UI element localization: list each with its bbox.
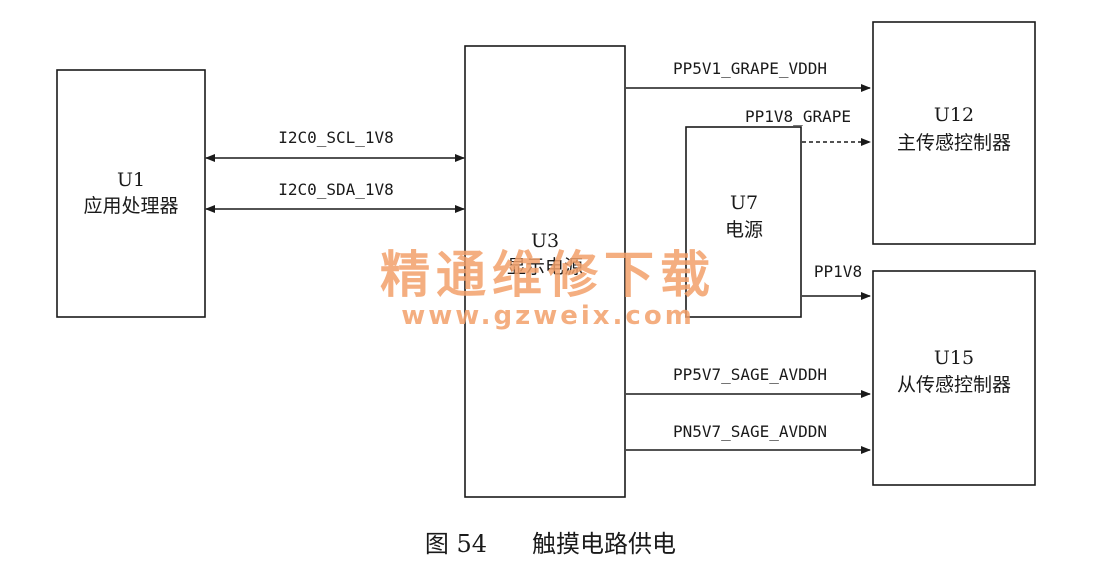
u12-name: 主传感控制器: [897, 132, 1011, 154]
block-u1: [56, 69, 206, 318]
block-u12: [872, 21, 1036, 245]
block-u15: [872, 270, 1036, 486]
block-u3: [464, 45, 626, 498]
pp5v1-label: PP5V1_GRAPE_VDDH: [673, 59, 827, 78]
u3-name: 显示电源: [507, 256, 583, 278]
u1-name: 应用处理器: [83, 195, 178, 217]
pp5v7-label: PP5V7_SAGE_AVDDH: [673, 365, 827, 384]
block-u7: [685, 126, 802, 318]
i2c-scl-label: I2C0_SCL_1V8: [278, 128, 394, 147]
watermark-cn: 精通维修下载: [380, 246, 716, 304]
caption-title: 触摸电路供电: [532, 530, 676, 558]
u15-id: U15: [934, 347, 974, 369]
pp1v8-label: PP1V8: [814, 262, 862, 281]
i2c-sda-label: I2C0_SDA_1V8: [278, 180, 394, 199]
u3-id: U3: [531, 230, 559, 252]
pn5v7-label: PN5V7_SAGE_AVDDN: [673, 422, 827, 441]
u7-name: 电源: [725, 219, 763, 241]
watermark-url: www.gzweix.com: [401, 301, 695, 331]
u12-id: U12: [934, 104, 974, 126]
u7-id: U7: [730, 192, 758, 214]
caption-figure-number: 图 54: [425, 530, 487, 558]
pp1v8-grape-label: PP1V8_GRAPE: [745, 107, 851, 126]
u15-name: 从传感控制器: [897, 374, 1011, 396]
u1-id: U1: [117, 169, 145, 191]
